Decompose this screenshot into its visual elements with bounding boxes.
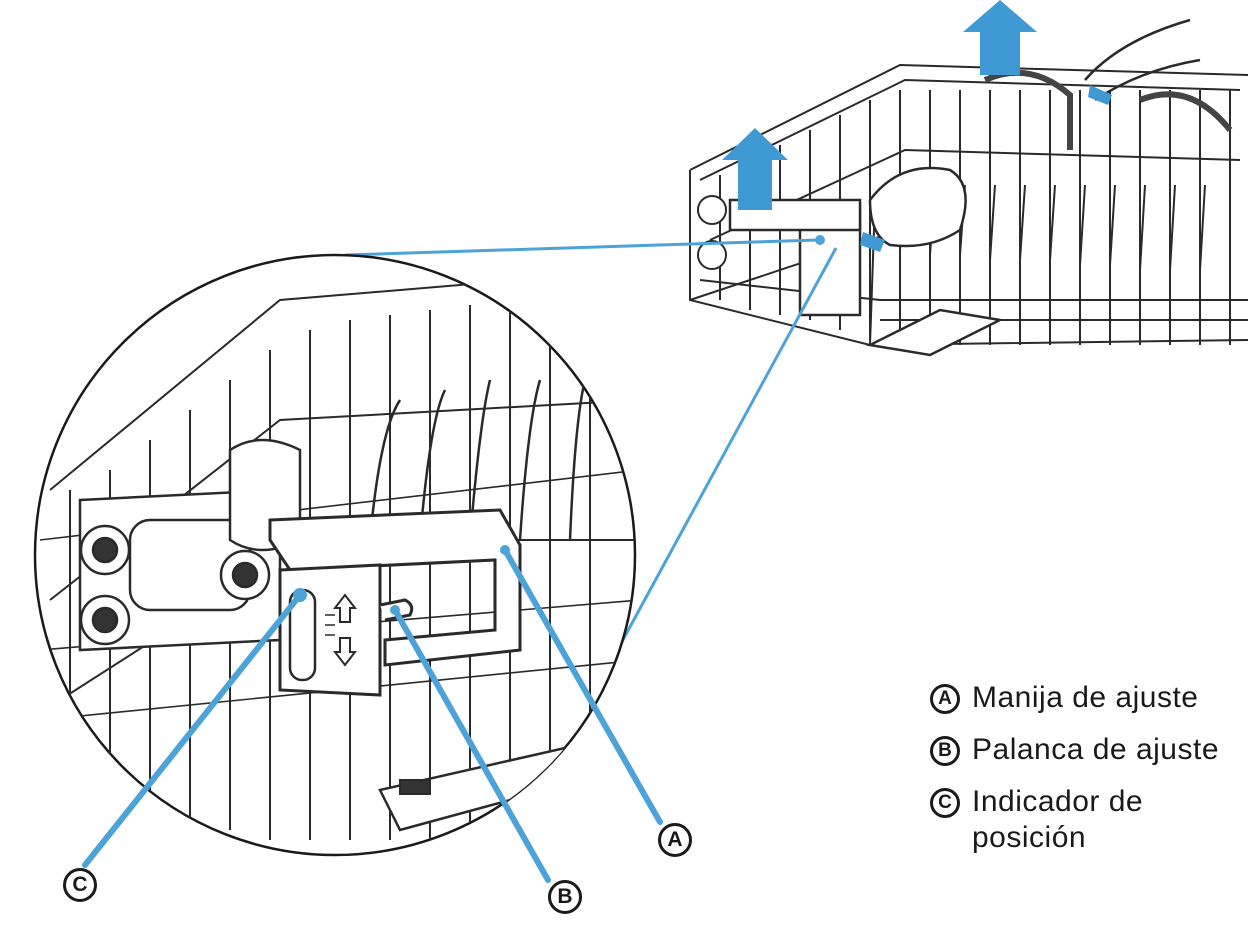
lever-tab-back <box>1088 85 1112 105</box>
lift-arrow-right <box>963 0 1037 75</box>
leader-b <box>392 607 551 883</box>
callout-c: C <box>63 868 97 902</box>
dishwasher-rack-overview <box>689 18 1248 357</box>
lift-arrows <box>722 0 1112 252</box>
zoom-leader-lines <box>344 238 838 661</box>
callout-leaders <box>82 547 663 883</box>
callout-a: A <box>658 823 692 857</box>
leader-a <box>502 547 663 825</box>
leader-c <box>82 592 303 868</box>
lift-arrow-left <box>722 128 788 210</box>
callout-b: B <box>548 880 582 914</box>
adjustment-handle-shape <box>268 508 522 667</box>
rack-wheels <box>79 524 271 646</box>
callout-dots <box>293 545 510 615</box>
zoom-origin-dot <box>815 235 825 245</box>
lever-tab-front <box>860 232 885 252</box>
zoom-detail <box>39 269 635 840</box>
